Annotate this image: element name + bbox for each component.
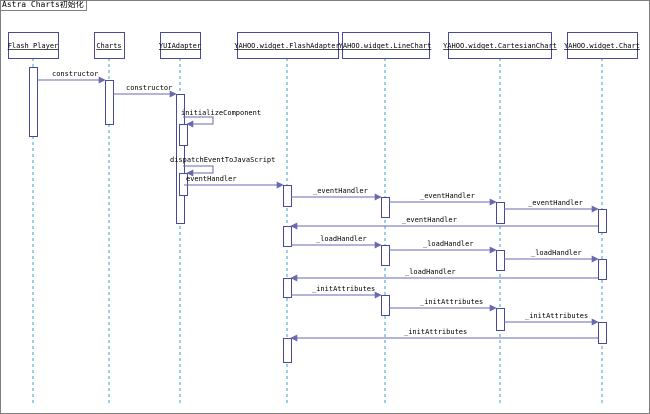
- message-label: _eventHandler: [313, 187, 368, 195]
- activation-bar: [179, 124, 188, 146]
- activation-bar: [381, 197, 390, 218]
- participant-flashadapter[interactable]: [237, 32, 339, 59]
- activation-bar: [496, 202, 505, 224]
- participant-linechart[interactable]: [342, 32, 430, 59]
- participant-label-linechart: YAHOO.widget.LineChart: [339, 42, 432, 50]
- activation-bar: [283, 338, 292, 363]
- message-arrow: [183, 116, 214, 128]
- activation-bar: [283, 226, 292, 247]
- activation-bar: [283, 278, 292, 298]
- participant-label-flashadapter: YAHOO.widget.FlashAdapter: [234, 42, 339, 50]
- message-label: _loadHandler: [316, 235, 367, 243]
- participant-label-flash: Flash Player: [8, 42, 59, 50]
- participant-label-charts: Charts: [96, 42, 121, 50]
- message-arrow: [183, 165, 214, 177]
- message-label: _eventHandler: [528, 199, 583, 207]
- message-label: _loadHandler: [405, 268, 456, 276]
- participant-yuiadapter[interactable]: [160, 32, 201, 59]
- message-label: _initAttributes: [525, 312, 588, 320]
- activation-bar: [29, 67, 38, 137]
- activation-bar: [598, 322, 607, 344]
- activation-bar: [283, 185, 292, 207]
- activation-bar: [381, 295, 390, 316]
- message-label: _initAttributes: [312, 285, 375, 293]
- message-label: _initAttributes: [420, 298, 483, 306]
- message-label: _eventHandler: [402, 216, 457, 224]
- activation-bar: [105, 80, 114, 125]
- message-label: constructor: [126, 84, 172, 92]
- participant-label-cartesian: YAHOO.widget.CartesianChart: [443, 42, 557, 50]
- activation-bar: [598, 209, 607, 233]
- participant-chart[interactable]: [567, 32, 638, 59]
- activation-bar: [381, 245, 390, 266]
- participant-flash[interactable]: [8, 32, 59, 59]
- frame-title: Astra Charts初始化: [0, 0, 87, 11]
- activation-bar: [496, 308, 505, 331]
- message-label: _loadHandler: [531, 249, 582, 257]
- message-label: _eventHandler: [420, 192, 475, 200]
- activation-bar: [598, 259, 607, 280]
- activation-bar: [176, 94, 185, 224]
- activation-bar: [496, 250, 505, 271]
- message-label: initializeComponent: [181, 109, 261, 117]
- participant-label-chart: YAHOO.widget.Chart: [564, 42, 640, 50]
- message-label: eventHandler: [186, 175, 237, 183]
- message-label: dispatchEventToJavaScript: [170, 156, 275, 164]
- message-label: _initAttributes: [404, 328, 467, 336]
- participant-label-yuiadapter: YUIAdapter: [159, 42, 201, 50]
- participant-charts[interactable]: [94, 32, 125, 59]
- message-label: _loadHandler: [423, 240, 474, 248]
- participant-cartesian[interactable]: [448, 32, 552, 59]
- message-label: constructor: [52, 70, 98, 78]
